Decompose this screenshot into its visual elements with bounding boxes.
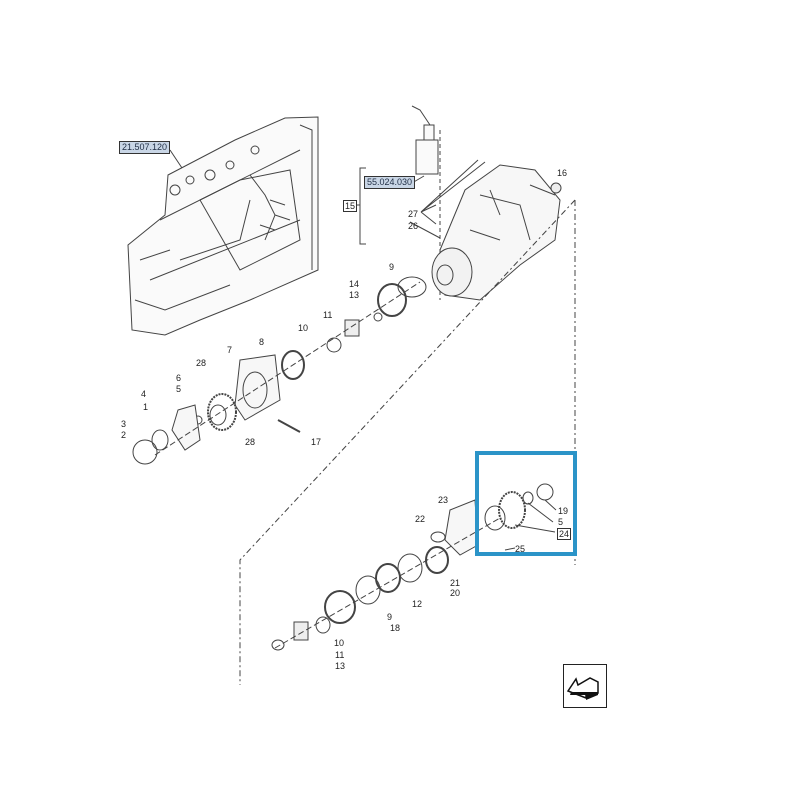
hydraulic-motor-drawing xyxy=(431,164,562,301)
callout-1: 1 xyxy=(143,402,149,412)
callout-28-lower: 28 xyxy=(245,437,256,447)
callout-2: 2 xyxy=(121,430,127,440)
callout-18: 18 xyxy=(390,623,401,633)
callout-13-lower: 13 xyxy=(335,661,346,671)
callout-14: 14 xyxy=(349,279,360,289)
callout-12: 12 xyxy=(412,599,423,609)
callout-22: 22 xyxy=(415,514,426,524)
callout-5-lower: 5 xyxy=(558,517,564,527)
callout-19: 19 xyxy=(558,506,569,516)
callout-9: 9 xyxy=(389,262,395,272)
callout-27: 27 xyxy=(408,209,419,219)
lower-shaft-parts-drawing xyxy=(271,499,501,651)
callout-9-lower: 9 xyxy=(387,612,393,622)
callout-10: 10 xyxy=(298,323,309,333)
reference-label-valve[interactable]: 55.024.030 xyxy=(364,176,416,189)
callout-11-lower: 11 xyxy=(335,650,345,660)
reference-label-housing[interactable]: 21.507.120 xyxy=(119,141,171,154)
callout-7: 7 xyxy=(227,345,233,355)
callout-10-lower: 10 xyxy=(334,638,345,648)
callout-24: 24 xyxy=(557,528,572,540)
callout-5: 5 xyxy=(176,384,182,394)
callout-20: 20 xyxy=(450,588,461,598)
callout-16: 16 xyxy=(557,168,568,178)
upper-shaft-parts-drawing xyxy=(132,276,427,465)
callout-25: 25 xyxy=(515,544,526,554)
callout-23: 23 xyxy=(438,495,449,505)
group-label-15: 15 xyxy=(343,200,358,212)
callout-17: 17 xyxy=(311,437,322,447)
callout-11: 11 xyxy=(323,310,333,320)
callout-21: 21 xyxy=(450,578,461,588)
callout-28-upper: 28 xyxy=(196,358,207,368)
callout-8: 8 xyxy=(259,337,265,347)
callout-13: 13 xyxy=(349,290,360,300)
callout-4: 4 xyxy=(141,389,147,399)
callout-3: 3 xyxy=(121,419,127,429)
transmission-housing-drawing xyxy=(127,116,319,336)
valve-block-drawing xyxy=(411,105,441,300)
highlight-box-item-24 xyxy=(475,451,577,556)
callout-6: 6 xyxy=(176,373,182,383)
previous-page-arrow-icon[interactable] xyxy=(563,664,607,708)
callout-26: 26 xyxy=(408,221,419,231)
